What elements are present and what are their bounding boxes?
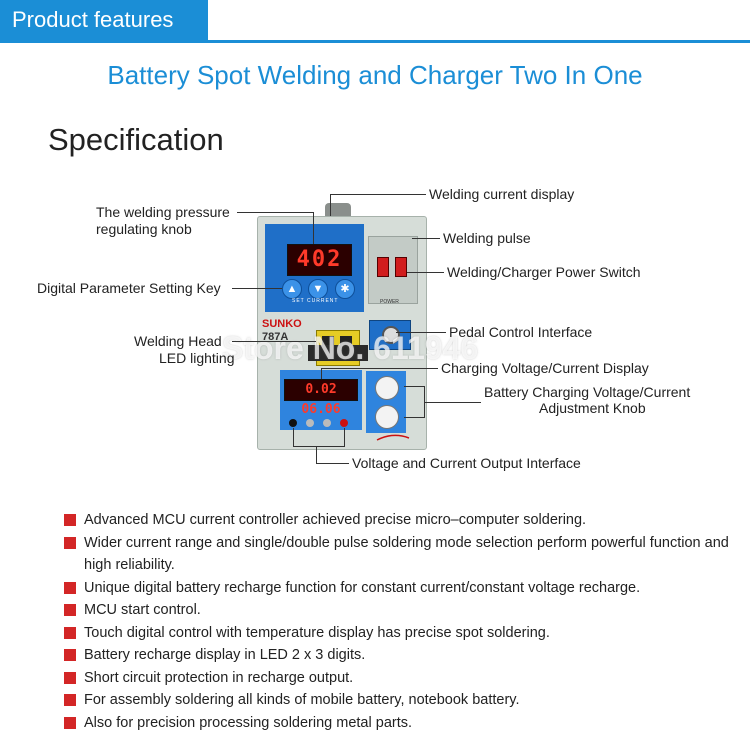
- callout-pressure-knob-2: regulating knob: [96, 221, 192, 238]
- list-item: Wider current range and single/double pu…: [64, 532, 744, 577]
- brand-label: SUNKO: [262, 318, 302, 330]
- callout-line: [232, 288, 282, 289]
- list-item: Unique digital battery recharge function…: [64, 577, 744, 600]
- callout-line: [412, 238, 440, 239]
- list-item: Advanced MCU current controller achieved…: [64, 509, 744, 532]
- bullet-square-icon: [64, 672, 76, 684]
- list-item: Touch digital control with temperature d…: [64, 622, 744, 645]
- callout-line: [316, 446, 317, 463]
- callout-line: [404, 417, 424, 418]
- callout-line: [424, 402, 481, 403]
- callout-output-interface: Voltage and Current Output Interface: [352, 455, 581, 472]
- voltage-knob-icon: [375, 376, 399, 400]
- negative-terminal-icon: [289, 419, 297, 427]
- callout-adjust-knob-2: Adjustment Knob: [539, 400, 646, 417]
- bullet-square-icon: [64, 717, 76, 729]
- star-icon: ✱: [335, 279, 355, 299]
- callout-line: [321, 368, 438, 369]
- page-title: Battery Spot Welding and Charger Two In …: [0, 60, 750, 91]
- bullet-square-icon: [64, 649, 76, 661]
- feature-list: Advanced MCU current controller achieved…: [64, 509, 744, 734]
- callout-adjust-knob-1: Battery Charging Voltage/Current: [484, 384, 690, 401]
- callout-line: [330, 194, 331, 216]
- list-item: MCU start control.: [64, 599, 744, 622]
- list-item: Battery recharge display in LED 2 x 3 di…: [64, 644, 744, 667]
- logo-swoosh-icon: [376, 434, 410, 442]
- bullet-square-icon: [64, 627, 76, 639]
- callout-line: [293, 428, 294, 446]
- callout-charging-display: Charging Voltage/Current Display: [441, 360, 649, 377]
- section-title: Specification: [48, 122, 224, 158]
- bullet-square-icon: [64, 604, 76, 616]
- callout-welding-pulse: Welding pulse: [443, 230, 531, 247]
- power-label: POWER: [380, 299, 399, 305]
- bullet-square-icon: [64, 537, 76, 549]
- callout-pedal-interface: Pedal Control Interface: [449, 324, 592, 341]
- callout-line: [232, 341, 316, 342]
- list-item: Short circuit protection in recharge out…: [64, 667, 744, 690]
- charging-led: 0.02 06.06: [284, 379, 358, 401]
- power-panel: [368, 236, 418, 304]
- down-arrow-icon: ▼: [308, 279, 328, 299]
- terminal-icon: [323, 419, 331, 427]
- watermark: Store No. 611946: [222, 330, 478, 367]
- welding-current-led: 402: [287, 244, 352, 276]
- set-current-label: SET CURRENT: [292, 298, 338, 304]
- callout-line: [316, 463, 349, 464]
- terminal-icon: [306, 419, 314, 427]
- list-item: Also for precision processing soldering …: [64, 712, 744, 734]
- list-item: For assembly soldering all kinds of mobi…: [64, 689, 744, 712]
- welding-switch-icon: [377, 257, 389, 277]
- current-knob-icon: [375, 405, 399, 429]
- callout-line: [313, 212, 314, 244]
- positive-terminal-icon: [340, 419, 348, 427]
- callout-line: [321, 368, 322, 379]
- bullet-square-icon: [64, 514, 76, 526]
- callout-power-switch: Welding/Charger Power Switch: [447, 264, 641, 281]
- callout-line: [407, 272, 444, 273]
- callout-welding-head-1: Welding Head: [134, 333, 222, 350]
- callout-line: [237, 212, 313, 213]
- callout-line: [293, 446, 345, 447]
- callout-line: [404, 386, 424, 387]
- header-tab: Product features: [0, 0, 208, 40]
- charger-switch-icon: [395, 257, 407, 277]
- callout-line: [344, 428, 345, 446]
- callout-line: [330, 194, 426, 195]
- callout-welding-current-display: Welding current display: [429, 186, 574, 203]
- bullet-square-icon: [64, 582, 76, 594]
- callout-welding-head-2: LED lighting: [159, 350, 235, 367]
- bullet-square-icon: [64, 694, 76, 706]
- callout-line: [396, 332, 446, 333]
- header-rule: [0, 40, 750, 43]
- callout-parameter-key: Digital Parameter Setting Key: [37, 280, 221, 297]
- header-tab-label: Product features: [12, 7, 173, 33]
- callout-pressure-knob-1: The welding pressure: [96, 204, 230, 221]
- up-arrow-icon: ▲: [282, 279, 302, 299]
